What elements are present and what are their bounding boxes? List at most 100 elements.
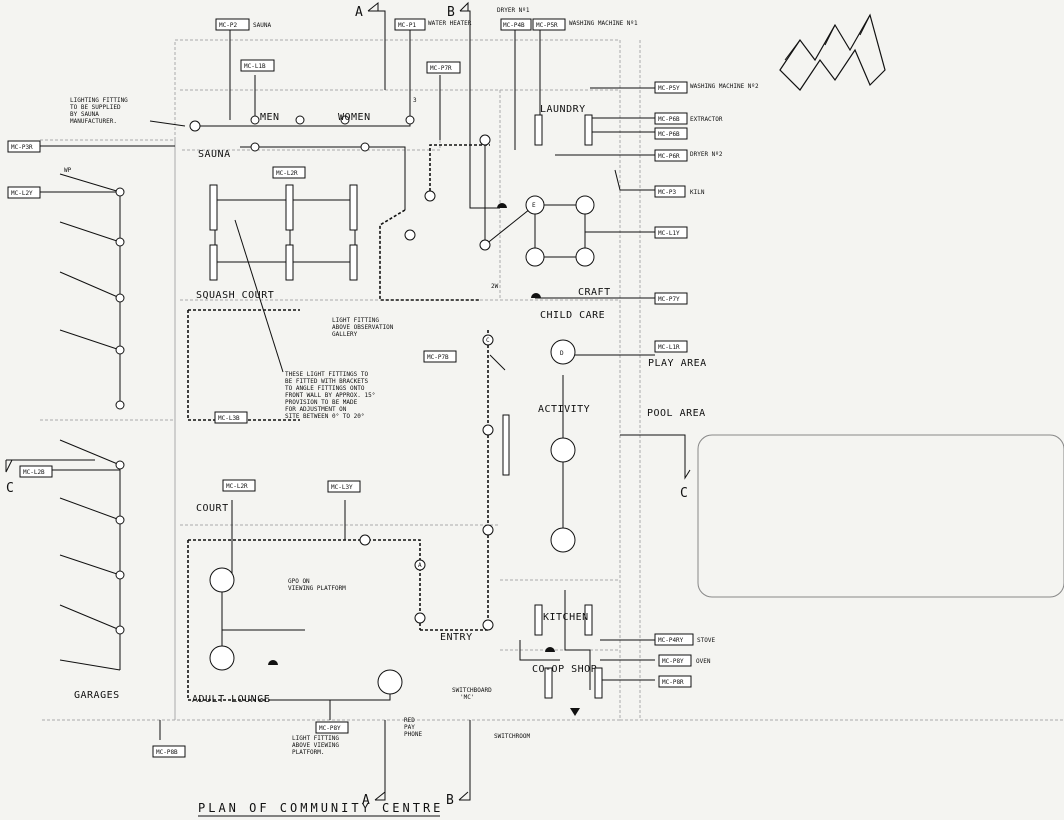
circuit-tag-text: MC-P4B <box>503 22 525 29</box>
circuit-tag-text: MC-L2B <box>23 469 45 476</box>
drawing-title: PLAN OF COMMUNITY CENTRE <box>198 801 443 815</box>
circuit-tag-text: MC-L2R <box>276 170 298 177</box>
fixtures <box>115 114 603 716</box>
circuit-tag-l2r: MC-L2R <box>272 166 306 179</box>
circuit-tag-text: MC-P8Y <box>662 658 684 665</box>
circuit-tag-p7y: MC-P7Y <box>654 292 688 305</box>
note-viewing-1: LIGHT FITTING <box>292 735 339 742</box>
circuit-tag-text: MC-P7B <box>427 354 449 361</box>
room-label-craft: CRAFT <box>578 287 611 298</box>
circuit-tag-text: MC-P2 <box>219 22 237 29</box>
room-label-sauna: SAUNA <box>198 149 231 160</box>
circuit-tag-p4ry: MC-P4RY STOVE <box>654 633 715 646</box>
room-label-women: WOMEN <box>338 112 371 123</box>
fixture-letter-extract: E <box>532 202 536 209</box>
note-gpo-2: VIEWING PLATFORM <box>288 585 346 592</box>
circuit-tag-p8y2: MC-P8Y <box>315 721 349 734</box>
circuit-tag-text: MC-L2Y <box>11 190 33 197</box>
circuit-note: DRYER Nº2 <box>690 151 723 158</box>
note-red-phone-1: RED <box>404 717 415 724</box>
note-observation-2: ABOVE OBSERVATION <box>332 324 394 331</box>
room-label-kitchen: KITCHEN <box>543 612 589 623</box>
circuit-tag-text: MC-P5Y <box>658 85 680 92</box>
room-label-co-op-shop: CO-OP SHOP <box>532 664 597 675</box>
section-markers: A B C C A B <box>5 1 691 808</box>
circuit-tag-text: MC-L1R <box>658 344 680 351</box>
circuit-tag-text: MC-P4RY <box>658 637 684 644</box>
mark-two-way: 2W <box>491 283 499 290</box>
circuit-tag-l1b: MC-L1B <box>240 59 275 72</box>
circuit-note: WATER HEATER <box>428 20 472 27</box>
circuit-tag-text: MC-P6R <box>658 153 680 160</box>
fixture-letter-downlight: D <box>560 350 564 357</box>
circuit-tag-p7b: MC-P7B <box>423 350 457 363</box>
circuit-tag-text: MC-P8R <box>662 679 684 686</box>
mark-wp: WP <box>64 167 72 174</box>
section-c-left: C <box>5 459 95 496</box>
circuit-tag-l3y: MC-L3Y <box>327 480 361 493</box>
circuit-tag-p5y: MC-P5Y WASHING MACHINE Nº2 <box>654 81 759 94</box>
logo-mark <box>779 13 886 91</box>
circuit-tag-p8y: MC-P8Y OVEN <box>658 654 711 667</box>
pool-outline <box>697 434 1064 598</box>
fixture-letter-area: A <box>418 562 422 569</box>
circuit-tag-l1r: MC-L1R <box>654 340 688 353</box>
circuit-tag-l2b: MC-L2B <box>19 465 53 478</box>
note-sauna-fitting-3: BY SAUNA <box>70 111 99 118</box>
room-label-child-care: CHILD CARE <box>540 310 605 321</box>
circuit-tag-text: MC-L1Y <box>658 230 680 237</box>
section-letter: B <box>447 5 455 20</box>
room-label-play-area: PLAY AREA <box>648 358 707 369</box>
circuit-tag-text: MC-P8B <box>156 749 178 756</box>
note-brackets-6: FOR ADJUSTMENT ON <box>285 406 347 413</box>
section-letter: B <box>446 793 454 808</box>
circuit-tag-text: MC-L2R <box>226 483 248 490</box>
circuit-tag-p8r: MC-P8R <box>658 675 692 688</box>
circuit-tag-l1y: MC-L1Y <box>654 226 688 239</box>
circuit-note: WASHING MACHINE Nº1 <box>569 20 638 27</box>
power-outlet-icon <box>497 203 507 208</box>
circuit-note: OVEN <box>696 658 711 665</box>
note-viewing-2: ABOVE VIEWING <box>292 742 339 749</box>
room-label-garages: GARAGES <box>74 690 120 701</box>
section-letter: C <box>6 481 14 496</box>
section-b-top: B <box>447 1 471 70</box>
circuit-tag-text: MC-P6B <box>658 116 680 123</box>
note-sauna-fitting-4: MANUFACTURER. <box>70 118 117 125</box>
circuit-note: WASHING MACHINE Nº2 <box>690 83 759 90</box>
circuit-note: SAUNA <box>253 22 271 29</box>
section-c-right: C <box>620 434 691 501</box>
circuit-tag-text: MC-L3B <box>218 415 240 422</box>
section-arrow-icon <box>367 1 386 90</box>
mark-three: 3 <box>413 97 417 104</box>
note-switchboard-1: SWITCHBOARD <box>452 687 492 694</box>
room-label-men: MEN <box>260 112 280 123</box>
circuit-tag-l2y: MC-L2Y <box>7 186 41 199</box>
light-fitting-icon <box>189 120 201 132</box>
circuit-tag-text: MC-P3 <box>658 189 676 196</box>
circuit-tag-text: MC-P6B <box>658 131 680 138</box>
note-brackets-7: SITE BETWEEN 0° TO 20° <box>285 413 364 420</box>
fixture-letters: E D A C <box>418 202 564 569</box>
circuit-tag-p6b2: MC-P6B <box>654 127 688 140</box>
room-label-switchroom: SWITCHROOM <box>494 733 531 740</box>
note-switchboard-2: 'MC' <box>460 694 474 701</box>
circuit-note: STOVE <box>697 637 715 644</box>
note-observation-3: GALLERY <box>332 331 358 338</box>
room-labels: SAUNA MEN WOMEN LAUNDRY SQUASH COURT CRA… <box>74 104 707 740</box>
circuit-note: DRYER Nº1 <box>497 7 530 14</box>
note-observation-1: LIGHT FITTING <box>332 317 379 324</box>
circuit-tag-p8b: MC-P8B <box>152 745 186 758</box>
circuit-tag-text: MC-P7Y <box>658 296 680 303</box>
circuit-tag-p7r: MC-P7R <box>426 61 461 74</box>
note-brackets-3: TO ANGLE FITTINGS ONTO <box>285 385 365 392</box>
circuit-note: KILN <box>690 189 705 196</box>
note-viewing-3: PLATFORM. <box>292 749 325 756</box>
circuit-tag-text: MC-P3R <box>11 144 33 151</box>
note-brackets-5: PROVISION TO BE MADE <box>285 399 358 406</box>
circuit-tag-text: MC-P7R <box>430 65 452 72</box>
